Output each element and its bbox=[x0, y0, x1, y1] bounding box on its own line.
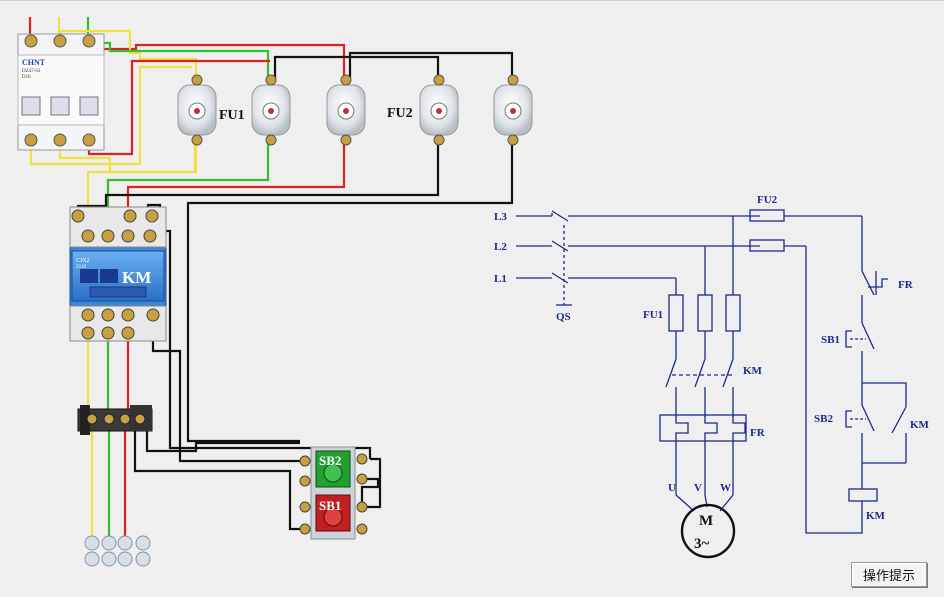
fuse-holder[interactable] bbox=[419, 74, 459, 146]
contactor-label: KM bbox=[122, 268, 151, 287]
label-w: W bbox=[720, 482, 731, 494]
button-box: SB2 SB1 bbox=[299, 446, 368, 540]
stop-button-sb1[interactable]: SB1 bbox=[315, 494, 351, 532]
contactor[interactable]: CJX2 2510 KM bbox=[69, 206, 167, 342]
label-fr-main: FR bbox=[750, 427, 766, 439]
label-l1: L1 bbox=[494, 273, 507, 285]
fuse-holder[interactable] bbox=[493, 74, 533, 146]
label-km-aux: KM bbox=[910, 419, 930, 431]
fuse-holder[interactable] bbox=[177, 74, 217, 146]
breaker-rating: D16 bbox=[22, 75, 31, 80]
label-u: U bbox=[668, 482, 676, 494]
label-km-coil: KM bbox=[866, 510, 886, 522]
breaker-brand: CHNT bbox=[22, 58, 46, 67]
label-qs: QS bbox=[556, 311, 571, 323]
label-fu1: FU1 bbox=[643, 309, 663, 321]
breaker-model: DZ47-63 bbox=[22, 69, 41, 74]
start-button-sb2[interactable]: SB2 bbox=[315, 450, 351, 488]
label-km-main: KM bbox=[743, 365, 763, 377]
fu2-label: FU2 bbox=[387, 106, 413, 121]
label-fu2: FU2 bbox=[757, 194, 778, 206]
fu1-label: FU1 bbox=[219, 108, 245, 123]
circuit-breaker[interactable]: CHNT DZ47-63 D16 bbox=[17, 33, 105, 151]
label-l3: L3 bbox=[494, 211, 507, 223]
contactor-model: 2510 bbox=[76, 265, 87, 270]
label-l2: L2 bbox=[494, 241, 507, 253]
operation-hint-button[interactable]: 操作提示 bbox=[851, 562, 927, 587]
motor-phase-label: 3~ bbox=[694, 536, 710, 552]
label-fr-ctrl: FR bbox=[898, 279, 914, 291]
label-sb1: SB1 bbox=[821, 334, 840, 346]
contactor-brand: CJX2 bbox=[76, 258, 90, 264]
motor-terminals bbox=[84, 535, 151, 567]
fuse-set: FU1 FU2 bbox=[177, 74, 533, 146]
label-sb2: SB2 bbox=[814, 413, 833, 425]
motor-m-label: M bbox=[699, 513, 713, 529]
schematic bbox=[516, 209, 907, 559]
sb2-label: SB2 bbox=[319, 453, 341, 468]
label-v: V bbox=[694, 482, 702, 494]
schematic-labels: L3 L2 L1 QS FU1 FU2 KM FR U V W FR SB1 S… bbox=[494, 194, 930, 522]
fuse-holder[interactable] bbox=[326, 74, 366, 146]
fuse-holder[interactable] bbox=[251, 74, 291, 146]
sb1-label: SB1 bbox=[319, 498, 341, 513]
overload-relay[interactable] bbox=[77, 405, 153, 435]
